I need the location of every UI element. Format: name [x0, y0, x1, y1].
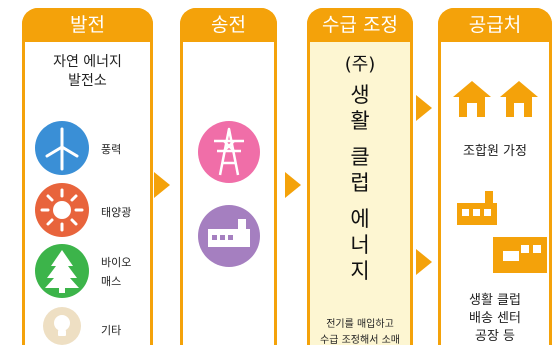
arrow-generation-to-transmission [154, 172, 170, 198]
company-char: 생 [350, 83, 370, 107]
factory-building-icon [457, 191, 497, 225]
company-char: 클 [350, 145, 370, 169]
supply-dest-column: 공급처 조합원 가정 생활 클럽 배송 센터 공장 등 [438, 8, 552, 345]
biomass-label-2: 매스 [101, 275, 122, 288]
wind-turbine-icon [35, 121, 89, 175]
company-char: 에 [350, 207, 370, 231]
company-char: 지 [350, 259, 370, 283]
tree-icon [35, 244, 89, 298]
solar-label: 태양광 [101, 206, 132, 219]
generation-header: 발전 [22, 8, 153, 42]
adjust-note-line2: 수급 조정해서 소매 [320, 335, 400, 346]
house-icon [500, 81, 538, 117]
biomass-label-1: 바이오 [101, 256, 132, 269]
delivery-truck-icon [493, 237, 547, 273]
arrow-adjust-to-facilities [416, 249, 432, 275]
supply-adjust-header: 수급 조정 [307, 8, 413, 42]
facilities-line1: 생활 클럽 [469, 293, 521, 308]
company-char: (주) [344, 54, 376, 75]
transmission-header: 송전 [180, 8, 277, 42]
generation-subtitle-line1: 자연 에너지 [53, 54, 122, 70]
facilities-line3: 공장 등 [474, 329, 515, 344]
arrow-transmission-to-adjust [285, 172, 301, 198]
company-char: 활 [350, 109, 370, 133]
other-label: 기타 [101, 324, 122, 337]
wind-label: 풍력 [101, 143, 122, 156]
supply-dest-header: 공급처 [438, 8, 552, 42]
arrow-adjust-to-houses [416, 95, 432, 121]
company-char: 럽 [350, 171, 370, 195]
adjust-note-line1: 전기를 매입하고 [326, 319, 394, 330]
transmission-column: 송전 [180, 8, 277, 345]
sun-icon [35, 183, 89, 237]
supply-adjust-column: 수급 조정 (주) 생 활 클 럽 에 너 지 전기를 매입하고 수급 조정해서… [307, 8, 413, 346]
company-char: 너 [350, 233, 370, 257]
facilities-line2: 배송 센터 [469, 311, 521, 326]
generation-column: 발전 자연 에너지 발전소 풍력 태양광 [22, 8, 153, 345]
houses-label: 조합원 가정 [463, 144, 527, 159]
company-name-vertical: (주) 생 활 클 럽 에 너 지 [310, 49, 410, 283]
generation-subtitle-line2: 발전소 [68, 73, 107, 89]
house-icon [453, 81, 491, 117]
light-bulb-icon [43, 307, 81, 345]
power-tower-icon [198, 121, 260, 183]
factory-icon [198, 205, 260, 267]
